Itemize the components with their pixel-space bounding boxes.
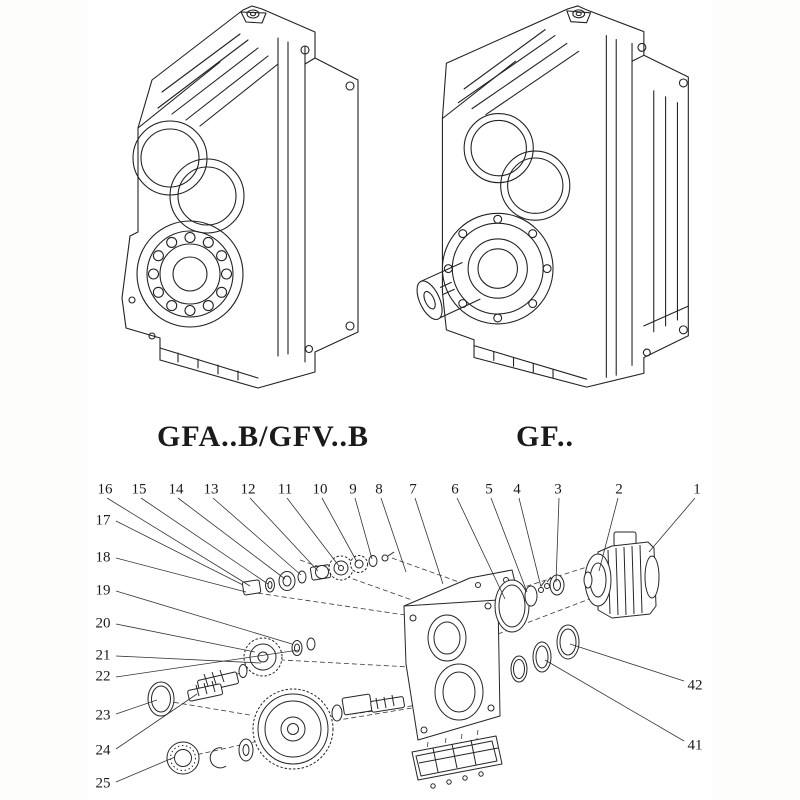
housing-drawing xyxy=(403,569,519,741)
output-gear-parts-group xyxy=(147,680,405,775)
gearbox-drawing-gf xyxy=(416,5,689,388)
model-label-gf: GF.. xyxy=(516,420,574,453)
intermediate-gear-parts-group xyxy=(197,637,316,693)
gearbox-drawing-gfab-gfvb xyxy=(121,5,359,389)
input-shaft-parts-group xyxy=(241,551,395,596)
callout-leader-lines xyxy=(106,497,696,783)
retaining-rings-group xyxy=(510,624,580,683)
input-gasket-bearing-group xyxy=(494,574,565,633)
motor-drawing xyxy=(583,531,660,619)
cover-plate-group xyxy=(411,735,503,789)
exploded-parts-diagram xyxy=(106,497,696,789)
model-label-gfab-gfvb: GFA..B/GFV..B xyxy=(157,420,369,453)
